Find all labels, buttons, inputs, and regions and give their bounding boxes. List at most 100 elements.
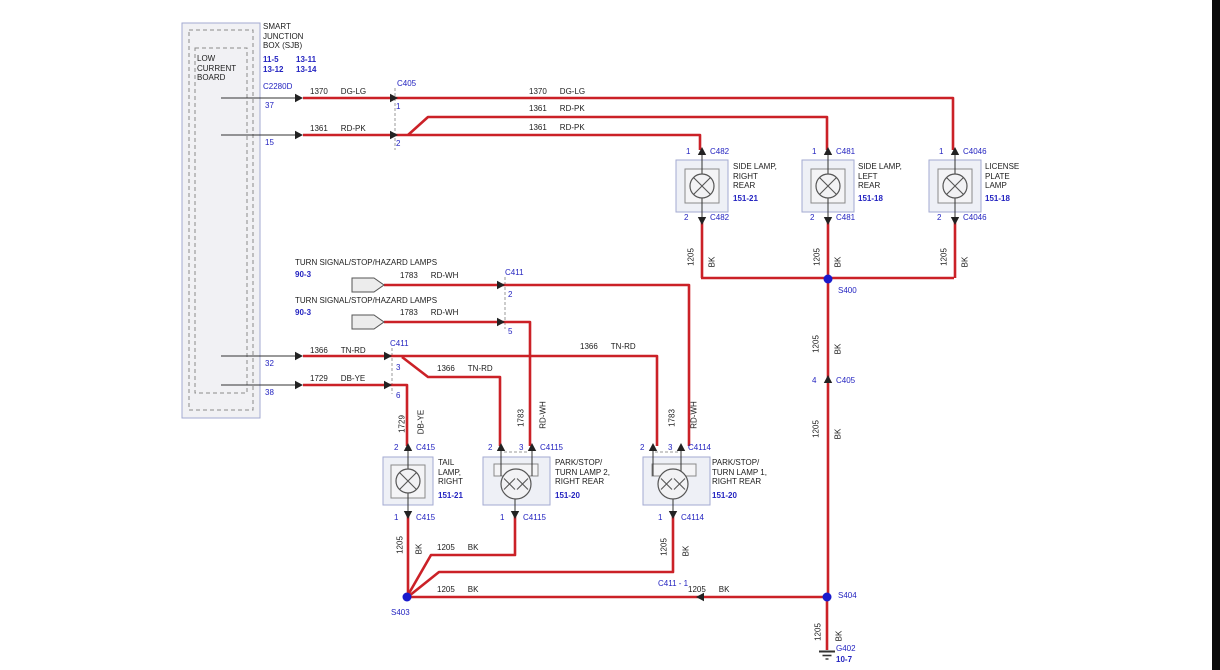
lamp-name-park-stop-turn-2: PARK/STOP/ TURN LAMP 2, RIGHT REAR: [555, 458, 610, 486]
sjb-pin-38: 38: [265, 388, 274, 397]
vwire-num-c481: 1205: [812, 248, 822, 266]
wire-label-1370-dg-lg-b: 1370 DG-LG: [529, 87, 585, 97]
c482-pin-1: 1: [686, 147, 691, 156]
vwire-num-c4114-gnd: 1205: [659, 538, 669, 556]
lamp-ref-tail-right: 151-21: [438, 491, 463, 500]
wire-1366-tn-rd-c4114: [303, 354, 659, 446]
turn-signal-feed-terminal-1: [351, 277, 385, 293]
c411-pin-2: 2: [508, 290, 513, 299]
wire-color: DG-LG: [559, 87, 586, 96]
lamp-ref-park-stop-turn-1: 151-20: [712, 491, 737, 500]
c4114-pin-3: 3: [668, 443, 673, 452]
splice-s403: [402, 592, 412, 602]
wire-number: 1370: [529, 87, 547, 96]
splice-label-s400: S400: [838, 286, 857, 295]
sjb-ref-1: 11-5: [263, 55, 279, 64]
wire-color: RD-PK: [340, 124, 366, 133]
c411-pin-6: 6: [396, 391, 401, 400]
vwire-num-c4046: 1205: [939, 248, 949, 266]
wire-1361-rd-pk-c482: [303, 133, 702, 150]
wire-color: RD-PK: [559, 104, 585, 113]
bulb-filaments: [399, 177, 964, 490]
vwire-num-c405-s404: 1205: [811, 420, 821, 438]
wire-1783-rd-wh-c4114: [384, 283, 691, 446]
wire-number: 1366: [437, 364, 455, 373]
wire-color: DG-LG: [340, 87, 367, 96]
turn-signal-title-1: TURN SIGNAL/STOP/HAZARD LAMPS: [295, 258, 438, 267]
vwire-color-s400-c405: BK: [833, 343, 843, 355]
vwire-num-1783-a: 1783: [516, 409, 526, 427]
c4046-pin-2: 2: [937, 213, 942, 222]
wire-color: RD-WH: [430, 308, 459, 317]
wire-number: 1783: [400, 271, 418, 280]
turn-signal-title-2: TURN SIGNAL/STOP/HAZARD LAMPS: [295, 296, 438, 305]
lamp-ref-license-plate: 151-18: [985, 194, 1010, 203]
wire-number: 1205: [437, 543, 455, 552]
c4115-top-name: C4115: [540, 443, 563, 452]
wire-color: TN-RD: [467, 364, 493, 373]
low-current-board-boundary: [194, 47, 248, 394]
vwire-color-c4046: BK: [960, 256, 970, 268]
wire-label-1366-tn-rd-b: 1366 TN-RD: [580, 342, 636, 352]
ground-label-g402: G402: [836, 644, 856, 653]
sjb-ref-3: 13-12: [263, 65, 284, 74]
vwire-color-db-ye: DB-YE: [416, 409, 426, 435]
vwire-num-ground: 1205: [813, 623, 823, 641]
connector-c411-upper: C411: [505, 268, 524, 277]
wire-1366-tn-rd-c4115: [401, 355, 502, 446]
connector-c411-inline: C411 - 1: [658, 579, 689, 588]
c481-bottom-name: C481: [836, 213, 856, 222]
wire-1361-rd-pk-c481: [407, 115, 829, 150]
screen-right-edge: [1212, 0, 1220, 670]
vwire-num-s400-c405: 1205: [811, 335, 821, 353]
c411-pin-3: 3: [396, 363, 401, 372]
c415-pin-1: 1: [394, 513, 399, 522]
c4114-pin-2: 2: [640, 443, 645, 452]
c4114-top-name: C4114: [688, 443, 711, 452]
connector-c405-mid: C405: [836, 376, 856, 385]
connector-c405: C405: [397, 79, 417, 88]
vwire-color-rd-wh-b: RD-WH: [689, 401, 699, 429]
wire-1205-bk-c4115: [406, 514, 517, 596]
c411-pin-5: 5: [508, 327, 513, 336]
c482-pin-2: 2: [684, 213, 689, 222]
wire-number: 1205: [437, 585, 455, 594]
wire-number: 1366: [580, 342, 598, 351]
wire-number: 1729: [310, 374, 328, 383]
connector-c2280d: C2280D: [263, 82, 293, 91]
wire-1370-dg-lg: [303, 96, 955, 150]
vwire-color-rd-wh-a: RD-WH: [538, 401, 548, 429]
c4046-bottom-name: C4046: [963, 213, 987, 222]
lamp-name-tail-right: TAIL LAMP, RIGHT: [438, 458, 463, 486]
sjb-pin-37: 37: [265, 101, 274, 110]
wire-number: 1370: [310, 87, 328, 96]
wire-1783-rd-wh-c4115: [384, 320, 532, 446]
wire-label-1783-rd-wh-a: 1783 RD-WH: [400, 271, 458, 281]
vwire-color-c415-gnd: BK: [414, 543, 424, 555]
wire-1729-db-ye-c415: [303, 383, 409, 446]
sjb-pin-32: 32: [265, 359, 274, 368]
c405-pin-2: 2: [396, 139, 401, 148]
wire-label-1370-dg-lg-a: 1370 DG-LG: [310, 87, 366, 97]
wire-number: 1361: [310, 124, 328, 133]
wire-color: RD-WH: [430, 271, 459, 280]
wire-color: BK: [467, 543, 479, 552]
wire-color: BK: [718, 585, 730, 594]
wire-color: TN-RD: [610, 342, 636, 351]
turn-signal-feed-terminal-2: [351, 314, 385, 330]
splice-label-s403: S403: [391, 608, 410, 617]
wire-color: RD-PK: [559, 123, 585, 132]
wire-label-1205-bk-a: 1205 BK: [437, 543, 478, 553]
vwire-num-c415-gnd: 1205: [395, 536, 405, 554]
c481-top-name: C481: [836, 147, 856, 156]
wire-color: TN-RD: [340, 346, 366, 355]
vwire-color-c4114-gnd: BK: [681, 545, 691, 557]
ground-ref-10-7: 10-7: [836, 655, 853, 664]
c4046-top-name: C4046: [963, 147, 987, 156]
bulb-c4115: [500, 468, 532, 500]
